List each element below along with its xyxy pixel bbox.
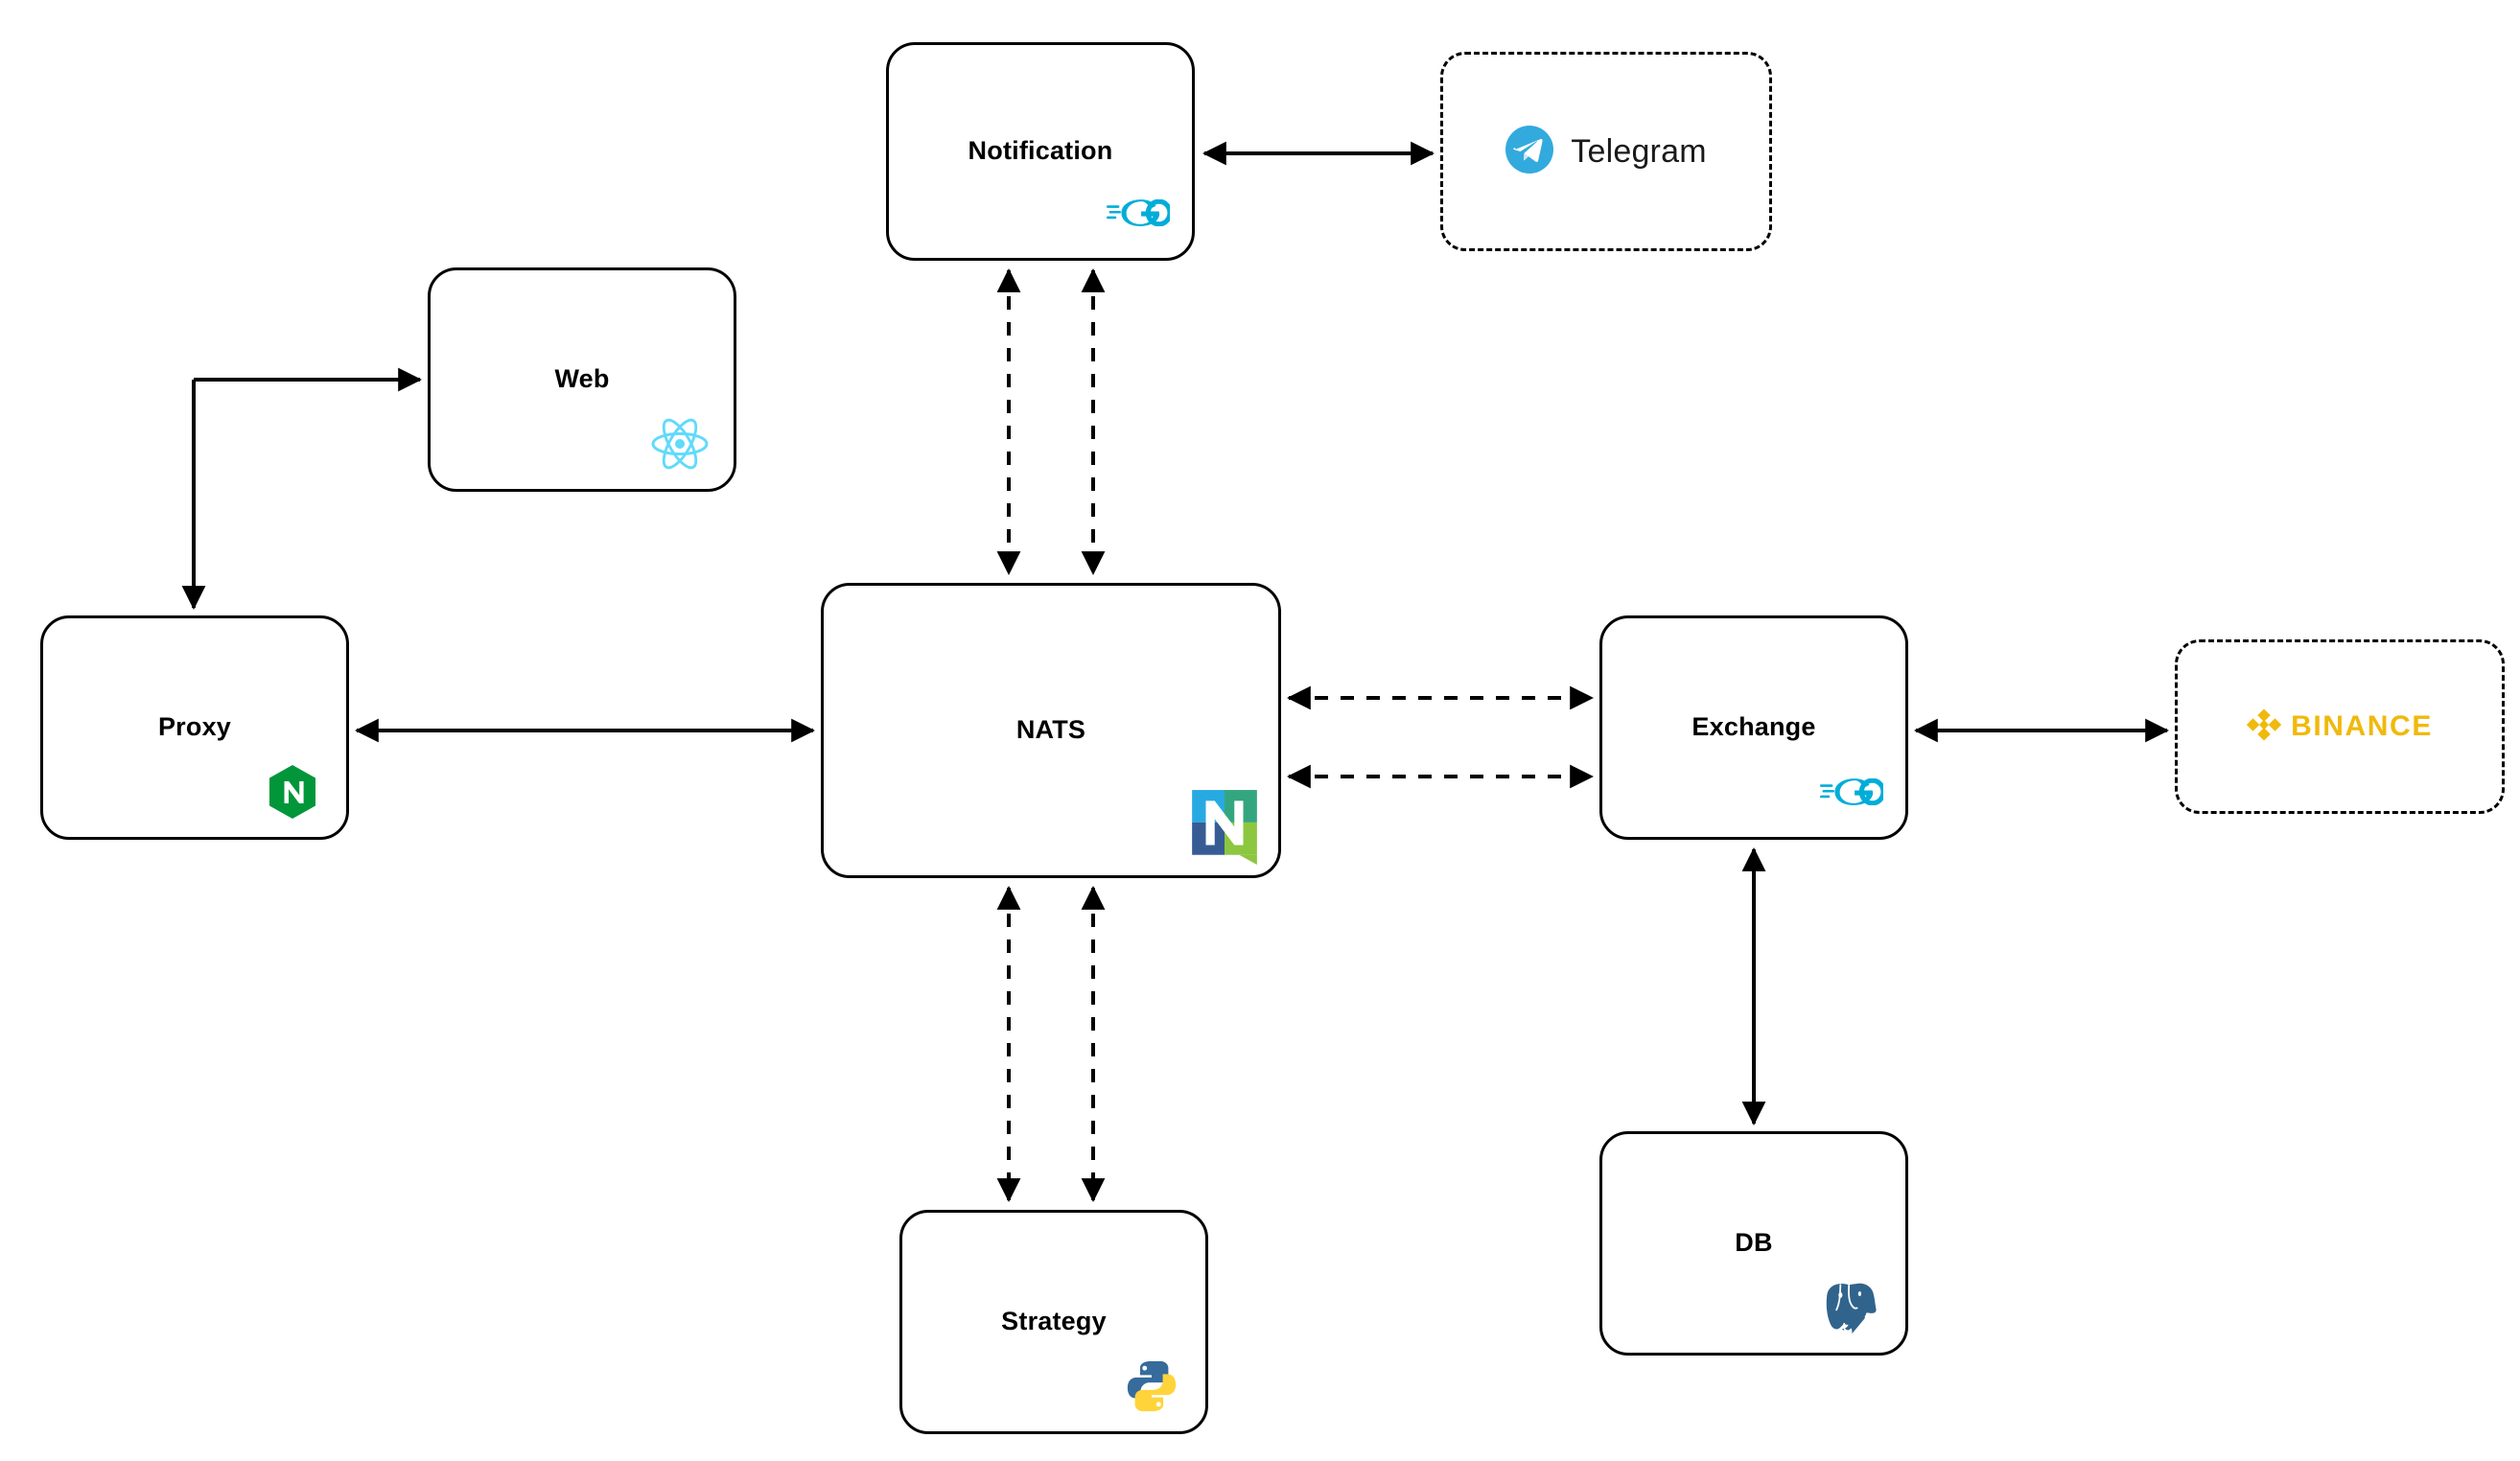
telegram-label: Telegram: [1571, 132, 1707, 170]
node-db[interactable]: DB: [1599, 1131, 1908, 1356]
binance-icon: [2246, 707, 2282, 747]
node-notification-label: Notification: [968, 136, 1113, 166]
node-strategy-label: Strategy: [1001, 1307, 1107, 1336]
node-nats-label: NATS: [1015, 715, 1086, 745]
react-icon: [647, 414, 712, 474]
node-binance[interactable]: BINANCE: [2175, 639, 2505, 814]
node-exchange[interactable]: Exchange: [1599, 615, 1908, 840]
go-icon: [1819, 762, 1884, 822]
node-proxy[interactable]: Proxy: [40, 615, 349, 840]
node-nats[interactable]: NATS: [821, 583, 1281, 878]
go-icon: [1106, 183, 1171, 243]
node-strategy[interactable]: Strategy: [899, 1210, 1208, 1434]
nats-icon: [1188, 787, 1261, 866]
telegram-brand: Telegram: [1505, 125, 1707, 178]
binance-brand: BINANCE: [2246, 707, 2433, 747]
nginx-icon: [260, 762, 325, 822]
node-web-label: Web: [554, 364, 610, 394]
node-db-label: DB: [1735, 1228, 1773, 1258]
node-exchange-label: Exchange: [1692, 712, 1816, 742]
node-proxy-label: Proxy: [157, 712, 232, 742]
node-web[interactable]: Web: [428, 267, 736, 492]
postgresql-icon: [1819, 1278, 1884, 1337]
telegram-icon: [1505, 125, 1554, 178]
node-notification[interactable]: Notification: [886, 42, 1195, 261]
binance-label: BINANCE: [2291, 710, 2433, 742]
python-icon: [1119, 1357, 1184, 1416]
node-telegram[interactable]: Telegram: [1440, 52, 1772, 251]
